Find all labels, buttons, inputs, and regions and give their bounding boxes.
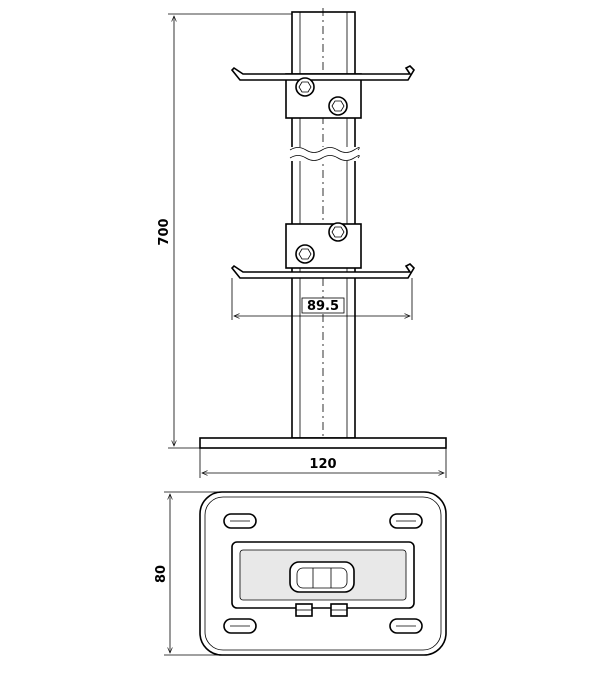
base-depth-label: 80 xyxy=(154,565,169,583)
lower-bracket-arm xyxy=(230,263,416,279)
slot-top-left xyxy=(223,513,257,529)
break-symbol xyxy=(289,147,360,161)
slot-bottom-left xyxy=(223,618,257,634)
span-label-box xyxy=(301,297,345,314)
lower-clamp-block xyxy=(285,223,362,269)
clamp-span-label: 89.5 xyxy=(307,299,339,314)
lower-clamp xyxy=(230,222,416,279)
base-nuts xyxy=(295,603,348,617)
lower-bolt-left xyxy=(295,244,315,264)
tube-socket xyxy=(289,561,355,593)
upper-bracket-arm xyxy=(230,65,416,81)
plan-view: 80 xyxy=(154,491,447,656)
upper-bolt-left xyxy=(295,77,315,97)
base-depth-dimension: 80 xyxy=(154,491,220,656)
lower-bolt-right xyxy=(328,222,348,242)
slot-bottom-right xyxy=(389,618,423,634)
base-width-dimension: 120 xyxy=(199,448,447,478)
slot-top-right xyxy=(389,513,423,529)
base-plate-inner-edge xyxy=(204,496,442,651)
height-dimension: 700 xyxy=(157,13,292,449)
front-view: 700 xyxy=(157,8,447,478)
base-width-label: 120 xyxy=(309,457,336,472)
clamp-span-dimension: 89.5 xyxy=(231,278,413,320)
mounting-slots xyxy=(223,513,423,634)
upper-bolt-right xyxy=(328,96,348,116)
base-plate-side xyxy=(199,437,447,449)
height-label: 700 xyxy=(157,218,172,245)
upper-clamp xyxy=(230,65,416,119)
